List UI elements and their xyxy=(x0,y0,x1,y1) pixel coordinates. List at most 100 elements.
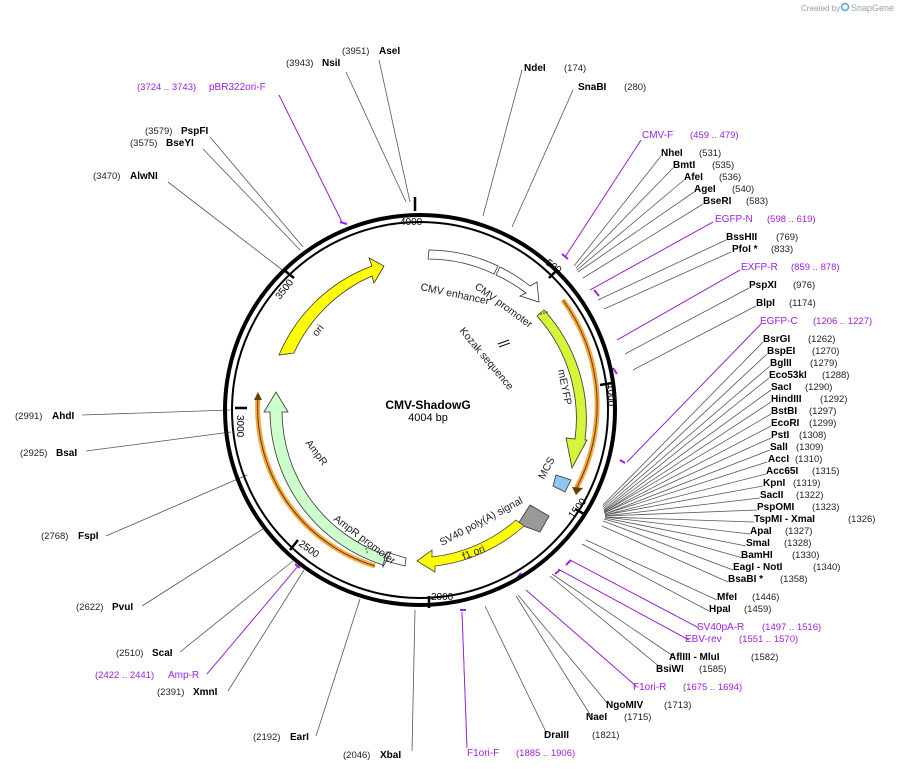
site-name: DraIII xyxy=(544,730,569,741)
site-name: HpaI xyxy=(709,604,731,615)
site-pos: (2391) xyxy=(157,687,184,698)
tick-label-4000: 4000 xyxy=(400,217,423,228)
site-pos: (1323) xyxy=(812,502,839,513)
feature-meyfp xyxy=(536,309,588,470)
site-pos: (1299) xyxy=(809,418,836,429)
feature-label-kozak: Kozak sequence xyxy=(457,325,516,392)
backbone-ticks xyxy=(235,197,613,608)
site-pos: (1322) xyxy=(796,490,823,501)
start-codon-dots xyxy=(364,311,548,553)
site-name: AlwNI xyxy=(130,171,158,182)
site-name: BstBI xyxy=(771,406,797,417)
site-name: BsrGI xyxy=(763,334,790,345)
primer-name: F1ori-R xyxy=(633,682,666,693)
site-name: Eco53kI xyxy=(769,370,807,381)
site-name: ApaI xyxy=(750,526,772,537)
site-name: BlpI xyxy=(756,298,775,309)
site-pos: (1310) xyxy=(795,454,822,465)
site-pos: (769) xyxy=(776,232,798,243)
primer-pos: (2422 .. 2441) xyxy=(95,670,154,681)
site-pos: (833) xyxy=(771,244,793,255)
orf-arrow-right-icon xyxy=(572,487,583,495)
site-pos: (1446) xyxy=(752,592,779,603)
primer-pos: (1551 .. 1570) xyxy=(739,634,798,645)
site-name: EarI xyxy=(290,732,309,743)
orf-arrow-left-icon xyxy=(254,392,262,400)
site-pos: (1319) xyxy=(793,478,820,489)
site-pos: (1328) xyxy=(784,538,811,549)
site-pos: (1309) xyxy=(796,442,823,453)
site-name: BsaBI * xyxy=(728,574,763,585)
site-pos: (3579) xyxy=(145,126,172,137)
feature-label-ampr: AmpR xyxy=(303,438,330,469)
orf-indicators xyxy=(255,298,600,569)
feature-sv40-polya xyxy=(517,504,550,533)
primer-pos: (859 .. 878) xyxy=(791,262,840,273)
site-pos: (583) xyxy=(746,196,768,207)
site-pos: (2925) xyxy=(20,448,47,459)
site-name: BssHII xyxy=(726,232,757,243)
primer-pos: (1675 .. 1694) xyxy=(683,682,742,693)
site-pos: (1326) xyxy=(848,514,875,525)
site-name: BseYI xyxy=(166,138,194,149)
site-name: NdeI xyxy=(524,63,546,74)
site-pos: (1279) xyxy=(810,358,837,369)
primer-name: CMV-F xyxy=(642,130,673,141)
site-pos: (280) xyxy=(624,82,646,93)
site-pos: (1330) xyxy=(792,550,819,561)
site-name: SalI xyxy=(770,442,788,453)
site-name: BglII xyxy=(770,358,792,369)
site-pos: (1358) xyxy=(780,574,807,585)
site-name: XbaI xyxy=(380,750,401,761)
feature-cmv-promoter xyxy=(495,266,540,303)
tick-label-3500: 3500 xyxy=(274,277,297,302)
site-name: SacII xyxy=(760,490,784,501)
site-name: SmaI xyxy=(746,538,770,549)
feature-label-sv40: SV40 poly(A) signal xyxy=(438,495,525,549)
site-pos: (1262) xyxy=(808,334,835,345)
plasmid-size: 4004 bp xyxy=(408,412,448,424)
site-pos: (1715) xyxy=(624,712,651,723)
site-name: AhdI xyxy=(52,411,74,422)
site-name: BsaI xyxy=(56,448,77,459)
site-name: NheI xyxy=(661,148,683,159)
site-name: EagI - NotI xyxy=(733,562,783,573)
site-pos: (2046) xyxy=(343,750,370,761)
feature-label-ori: ori xyxy=(310,322,327,339)
site-pos: (540) xyxy=(732,184,754,195)
feature-mcs xyxy=(552,474,572,493)
site-name: EcoRI xyxy=(771,418,800,429)
site-pos: (1290) xyxy=(805,382,832,393)
primer-leader-lines xyxy=(206,94,762,749)
primer-name: F1ori-F xyxy=(467,748,499,759)
site-pos: (1585) xyxy=(699,664,726,675)
credit-brand: SnapGene xyxy=(851,3,894,13)
site-labels-right: NdeI (174) SnaBI (280) CMV-F (459 .. 479… xyxy=(524,63,875,741)
site-pos: (3575) xyxy=(130,138,157,149)
site-pos: (3470) xyxy=(93,171,120,182)
site-pos: (1821) xyxy=(592,730,619,741)
site-pos: (531) xyxy=(699,148,721,159)
site-name: SnaBI xyxy=(578,82,607,93)
site-name: NsiI xyxy=(322,58,341,69)
feature-f1-ori xyxy=(416,519,525,573)
primer-name: EGFP-N xyxy=(715,214,753,225)
site-name: ScaI xyxy=(152,648,173,659)
credit-prefix: Created by xyxy=(801,4,840,13)
site-name: HindIII xyxy=(771,394,802,405)
primer-name: pBR322ori-F xyxy=(209,82,266,93)
site-pos: (1288) xyxy=(822,370,849,381)
site-name: BmtI xyxy=(673,160,695,171)
site-pos: (174) xyxy=(564,63,586,74)
snapgene-credit: Created by SnapGene xyxy=(801,2,894,13)
primer-pos: (1206 .. 1227) xyxy=(813,316,872,327)
primer-name: EBV-rev xyxy=(685,634,722,645)
site-name: PvuI xyxy=(112,602,133,613)
primer-pos: (598 .. 619) xyxy=(767,214,816,225)
site-name: BspEI xyxy=(767,346,796,357)
site-pos: (1174) xyxy=(789,298,816,309)
site-pos: (3951) xyxy=(342,46,369,57)
site-name: FspI xyxy=(78,531,99,542)
site-name: SacI xyxy=(771,382,792,393)
